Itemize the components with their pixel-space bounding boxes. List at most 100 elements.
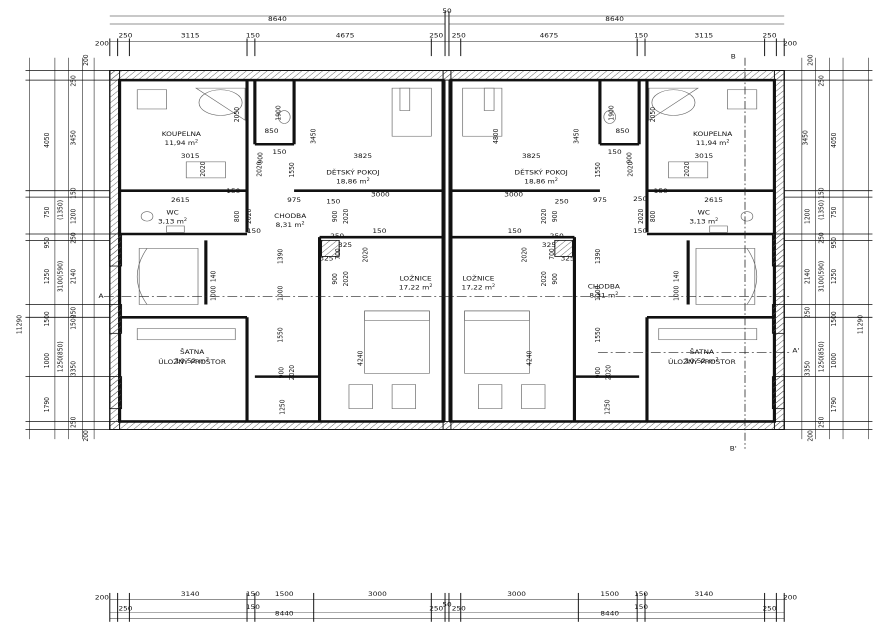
- dimension-label: 4800: [491, 129, 500, 144]
- room-name: DĚTSKÝ POKOJ: [326, 168, 379, 176]
- dimension-label: 325: [542, 241, 556, 248]
- dimension-label: 8440: [275, 610, 294, 617]
- room-subtitle: ÚLOŽNÝ PROSTOR: [668, 358, 736, 366]
- room-area: 17,22 m2: [399, 283, 433, 291]
- dimension-label: 1550: [276, 327, 285, 342]
- dimension-label: 1790: [42, 397, 51, 412]
- dimension-label: 150: [817, 187, 826, 198]
- dimension-label: 2020: [341, 271, 350, 286]
- dimension-label: 750: [830, 207, 839, 218]
- dimension-label: 50: [442, 601, 451, 608]
- dimension-label: 850: [265, 128, 279, 135]
- dimension-label: 250: [817, 417, 826, 428]
- dimension-label: 975: [593, 197, 607, 204]
- dimension-label: 150: [272, 148, 286, 155]
- room-area: 18,86 m2: [524, 178, 558, 186]
- dimension-label: 200: [95, 40, 109, 47]
- dimension-lines: [25, 11, 873, 622]
- dimension-label: 900: [593, 367, 602, 378]
- fixtures: [136, 87, 758, 409]
- dimension-label: 3115: [181, 32, 200, 39]
- dimension-label: 1500: [69, 314, 78, 329]
- dimension-label: 1000: [672, 286, 681, 301]
- dimension-label: (850): [56, 341, 65, 357]
- dimension-label: 200: [806, 430, 815, 441]
- dimension-label: 2615: [704, 197, 723, 204]
- dimension-label: 200: [783, 594, 797, 601]
- dimension-label: (1350): [56, 200, 65, 220]
- room-area: 17,22 m2: [462, 283, 496, 291]
- dimension-label: 200: [82, 54, 91, 65]
- building-walls: [109, 70, 785, 430]
- section-mark: A': [792, 347, 799, 354]
- dimension-label: 2140: [803, 269, 812, 284]
- dimension-label: 250: [817, 75, 826, 86]
- dimension-label: 2020: [288, 365, 297, 380]
- dimension-label: 2020: [636, 209, 645, 224]
- dimension-label: 150: [634, 604, 648, 611]
- dimension-label: 3100(590): [56, 260, 65, 292]
- room-area: 8,31 m2: [589, 291, 618, 299]
- dimension-label: 3350: [803, 361, 812, 376]
- dimension-label: 1000: [830, 353, 839, 368]
- dimension-label: 325: [338, 241, 352, 248]
- dimension-label: 250: [69, 232, 78, 243]
- dimension-label: 50: [442, 7, 451, 14]
- dimension-label: 150: [226, 188, 240, 195]
- room-name: ŠATNA: [180, 348, 205, 356]
- section-marks: AA'BB': [98, 53, 799, 452]
- dimension-label: 2020: [626, 161, 635, 176]
- dimension-label: 900: [331, 273, 340, 284]
- dimension-label: 200: [806, 54, 815, 65]
- dimension-label: 1550: [593, 162, 602, 177]
- dimension-label: 700: [547, 248, 556, 259]
- dimension-label: 150: [246, 32, 260, 39]
- section-lines: [103, 57, 791, 449]
- dimension-label: 4050: [830, 133, 839, 148]
- dimension-label: 1250: [817, 357, 826, 372]
- dimension-label: 1200: [803, 209, 812, 224]
- room-area: 18,86 m2: [336, 178, 370, 186]
- section-mark: B: [731, 53, 736, 60]
- dimension-label: 900: [550, 211, 559, 222]
- dimension-label: 800: [233, 211, 242, 222]
- dimension-label: 3450: [801, 130, 810, 145]
- dimension-label: 1390: [593, 249, 602, 264]
- room-name: WC: [698, 209, 711, 216]
- dimension-label: 250: [69, 417, 78, 428]
- room-area: 11,94 m2: [165, 139, 199, 147]
- dimension-label: 3350: [69, 361, 78, 376]
- dimension-label: 200: [82, 430, 91, 441]
- dimension-label: 2020: [604, 365, 613, 380]
- room-name: CHODBA: [274, 213, 307, 220]
- dimension-label: 2050: [648, 107, 657, 122]
- dimension-label: 2020: [341, 209, 350, 224]
- dimension-label: 250: [118, 32, 132, 39]
- dimension-label: 1250: [830, 269, 839, 284]
- dimension-label: 250: [429, 605, 443, 612]
- dimension-label: 325: [319, 255, 333, 262]
- dimension-label: 2020: [198, 161, 207, 176]
- room-area: 8,31 m2: [276, 221, 305, 229]
- dimension-label: 1000: [276, 286, 285, 301]
- dimension-label: 2020: [539, 271, 548, 286]
- dimension-label: 150: [608, 148, 622, 155]
- dimension-label: 4050: [42, 133, 51, 148]
- dimension-label: 1500: [600, 591, 619, 598]
- dimension-label: 150: [247, 228, 261, 235]
- dimension-label: 2050: [233, 107, 242, 122]
- dimension-label: 3825: [353, 152, 372, 159]
- dimension-label: 3000: [371, 191, 390, 198]
- dimension-label: 150: [69, 187, 78, 198]
- dimension-label: 250: [817, 232, 826, 243]
- dimension-label: 3015: [694, 152, 713, 159]
- dimension-label: 1790: [830, 397, 839, 412]
- room-subtitle: ÚLOŽNÝ PROSTOR: [158, 358, 226, 366]
- dimension-label: 250: [69, 307, 78, 318]
- room-name: KOUPELNA: [162, 131, 202, 138]
- dimension-label: 200: [95, 594, 109, 601]
- room-area: 10,52 m2: [175, 357, 209, 365]
- dimension-label: 900: [256, 152, 265, 163]
